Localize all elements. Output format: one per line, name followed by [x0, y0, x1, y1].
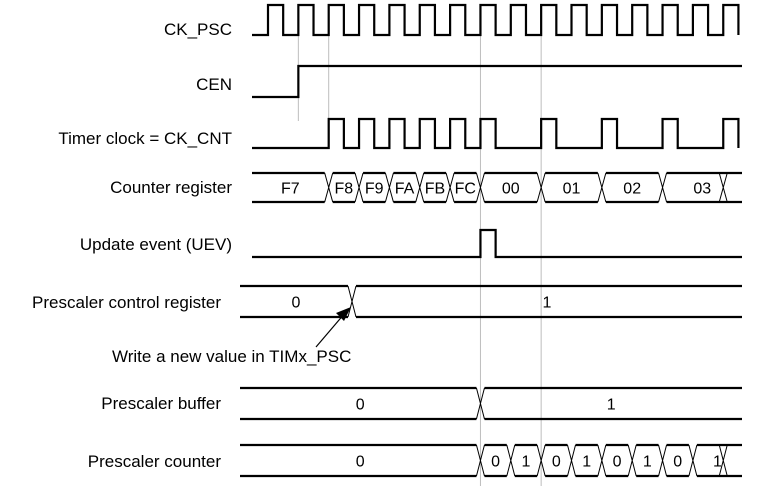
prescaler-buffer-value: 1 [607, 397, 616, 414]
counter-register-transition [415, 172, 425, 203]
counter-register-transition [718, 172, 728, 203]
counter-register-value: 00 [502, 181, 520, 198]
counter-register-bus: F7 F8 F9 FA FB FC 00 01 02 03 [252, 171, 742, 204]
counter-register-value: FC [455, 181, 476, 198]
counter-register-transition [384, 172, 394, 203]
prescaler-counter-transition [506, 444, 516, 477]
prescaler-counter-value: 0 [613, 454, 622, 471]
counter-register-transition [354, 172, 364, 203]
counter-register-transition [324, 172, 334, 203]
prescaler-counter-value: 0 [491, 454, 500, 471]
counter-register-transition [475, 172, 485, 203]
counter-register-transition [536, 172, 546, 203]
ck-psc-waveform [252, 3, 740, 37]
prescaler-counter-value: 0 [552, 454, 561, 471]
prescaler-counter-transition [567, 444, 576, 477]
prescaler-counter-value: 1 [643, 454, 652, 471]
label-prescaler-buffer: Prescaler buffer [101, 394, 221, 413]
uev-waveform [252, 228, 742, 259]
counter-register-value: F7 [281, 181, 300, 198]
prescaler-counter-transition [536, 444, 546, 477]
prescaler-control-register-transition [347, 285, 357, 318]
prescaler-counter-transition [597, 444, 607, 477]
counter-register-value: 02 [623, 181, 641, 198]
label-uev: Update event (UEV) [80, 235, 232, 254]
label-ck-cnt: Timer clock = CK_CNT [58, 129, 232, 148]
prescaler-counter-value: 0 [356, 454, 365, 471]
prescaler-control-register-value: 1 [543, 295, 552, 312]
annotation-arrow-line [315, 312, 346, 348]
counter-register-transition [445, 172, 455, 203]
prescaler-counter-transition [658, 444, 668, 477]
prescaler-counter-transition [627, 444, 637, 477]
counter-register-value: 01 [563, 181, 581, 198]
prescaler-buffer-value: 0 [356, 397, 365, 414]
counter-register-value: 03 [693, 181, 711, 198]
label-cen: CEN [196, 75, 232, 94]
ck-cnt-waveform [252, 117, 740, 150]
counter-register-value: FB [425, 181, 445, 198]
cen-waveform [252, 64, 742, 99]
prescaler-counter-value: 1 [582, 454, 591, 471]
annotation-arrowhead-icon [336, 307, 351, 321]
label-ck-psc: CK_PSC [164, 20, 232, 39]
prescaler-buffer-transition [475, 387, 485, 420]
prescaler-counter-value: 0 [673, 454, 682, 471]
prescaler-counter-value: 1 [713, 454, 722, 471]
prescaler-counter-transition [718, 444, 728, 477]
label-prescaler-counter: Prescaler counter [88, 452, 222, 471]
label-counter-register: Counter register [110, 178, 232, 197]
counter-register-value: F9 [365, 181, 384, 198]
prescaler-counter-transition [688, 444, 698, 477]
counter-register-value: F8 [335, 181, 354, 198]
prescaler-counter-value: 1 [522, 454, 531, 471]
counter-register-value: FA [395, 181, 415, 198]
label-prescaler-control-register: Prescaler control register [32, 293, 221, 312]
annotation-text: Write a new value in TIMx_PSC [112, 347, 351, 366]
prescaler-control-register-value: 0 [292, 295, 301, 312]
counter-register-transition [597, 172, 607, 203]
prescaler-counter-bus: 0 0 1 0 1 0 1 0 1 [240, 443, 742, 478]
counter-register-transition [658, 172, 668, 203]
prescaler-counter-transition [475, 444, 485, 477]
